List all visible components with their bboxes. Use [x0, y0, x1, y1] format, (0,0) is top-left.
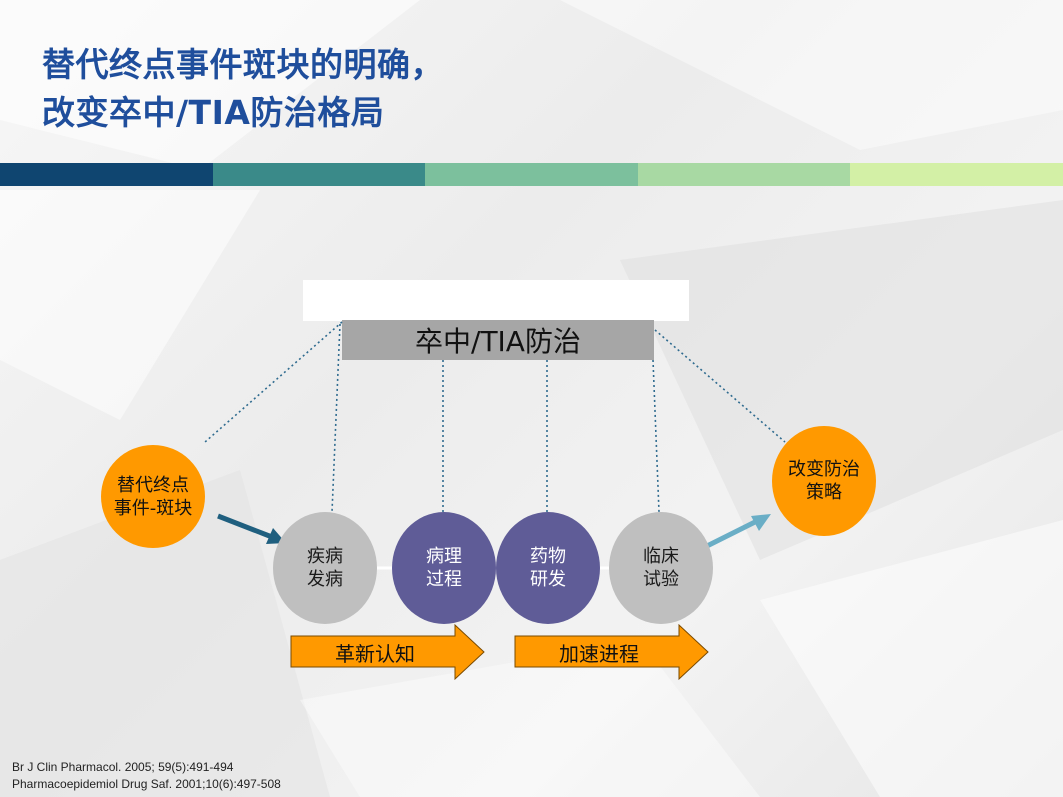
step-node-3: 药物 研发: [496, 512, 600, 624]
slide-title-line-2: 改变卒中/TIA防治格局: [42, 93, 385, 132]
step-node-1: 疾病 发病: [273, 512, 377, 624]
arrow-out-of-process: [705, 514, 771, 549]
blank-header-box: [303, 280, 689, 321]
dotted-line-step-1: [331, 323, 341, 513]
arrow-into-process: [217, 513, 286, 544]
reference-1: Br J Clin Pharmacol. 2005; 59(5):491-494: [12, 760, 234, 774]
step-node-2: 病理 过程: [392, 512, 496, 624]
source-node-surrogate-endpoint: 替代终点 事件-斑块: [101, 445, 205, 548]
phase-arrow-1-label: 革新认知: [335, 641, 415, 666]
color-band: [0, 163, 1063, 186]
prevention-box: 卒中/TIA防治: [342, 320, 654, 360]
slide-title-line-1: 替代终点事件斑块的明确，: [42, 45, 444, 84]
color-band-segment-5: [850, 163, 1063, 186]
color-band-segment-1: [0, 163, 213, 186]
color-band-segment-2: [212, 163, 426, 186]
step-node-4: 临床 试验: [609, 512, 713, 624]
phase-arrow-2: 加速进程: [514, 624, 710, 680]
dotted-line-step-4: [652, 359, 660, 513]
dotted-line-left: [204, 321, 343, 443]
color-band-segment-4: [637, 163, 851, 186]
reference-2: Pharmacoepidemiol Drug Saf. 2001;10(6):4…: [12, 777, 281, 791]
phase-arrow-1: 革新认知: [290, 624, 486, 680]
dotted-line-right: [654, 329, 786, 443]
target-node-strategy: 改变防治 策略: [772, 426, 876, 536]
phase-arrow-2-label: 加速进程: [559, 641, 639, 666]
color-band-segment-3: [425, 163, 638, 186]
